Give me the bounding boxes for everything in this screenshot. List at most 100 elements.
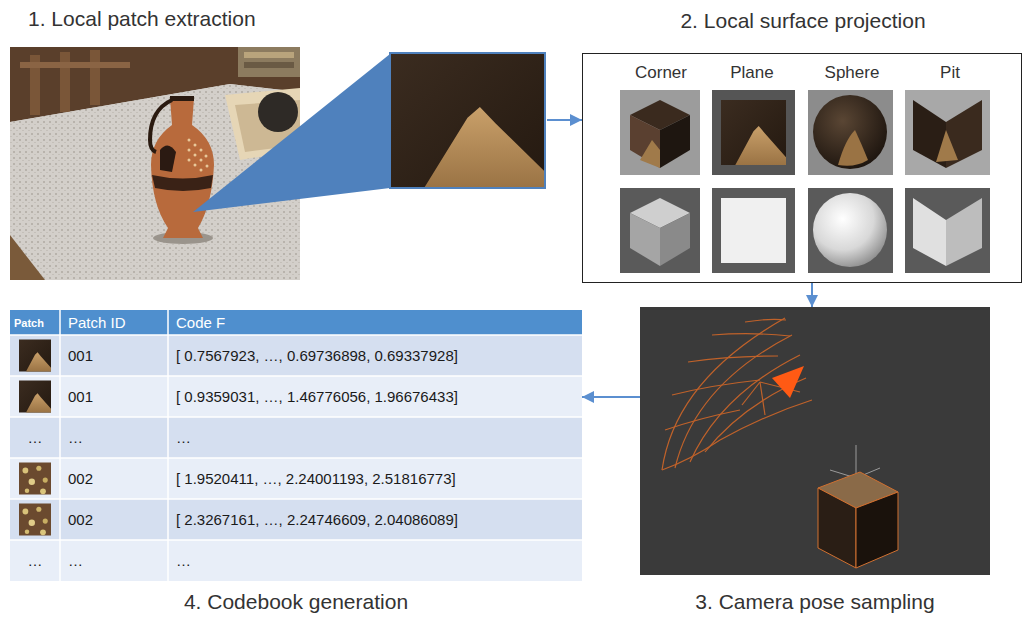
camera-render [662,440,720,470]
camera-render [662,318,785,470]
codebook-table [10,376,582,417]
scene-photo [188,139,209,172]
corner-thumbnails [620,90,700,273]
camera-render [818,472,898,568]
scene-photo [188,149,191,152]
scene-photo [200,169,203,172]
scene-photo [188,159,191,162]
camera-render [720,400,812,440]
surface-label: Corner [611,61,711,85]
plane-thumbnails [712,90,795,175]
table-cell: [ 0.7567923, …, 0.69736898, 0.69337928] [168,335,582,376]
camera-render [742,382,760,405]
camera-render [640,307,990,575]
table-cell: … [10,540,60,581]
camera-render [662,318,812,470]
sphere-thumbnails [808,90,893,175]
codebook-table [10,334,582,336]
flow-arrow [547,119,582,121]
table-cell: [ 2.3267161, …, 2.24746609, 2.04086089] [168,499,582,540]
codebook-table [10,499,582,540]
plane-thumbnails [712,188,795,273]
corner-thumbnails [630,115,660,168]
scene-photo [60,52,70,112]
camera-render [640,307,990,575]
scene-photo [188,139,191,142]
surface-label: Plane [702,61,802,85]
corner-thumbnails [660,115,690,168]
camera-pose-panel: 3. Camera pose sampling [640,307,990,575]
codebook-table [19,504,51,536]
codebook-table [10,310,582,581]
camera-render [772,366,804,398]
sphere-thumbnails [838,130,868,166]
table-cell: … [60,540,168,581]
table-cell: 002 [60,458,168,499]
plane-thumbnails [712,90,795,273]
table-header-cell: Patch ID [60,310,168,335]
codebook-table [10,458,582,499]
table-header-cell: Patch [10,310,60,335]
scene-photo [170,96,194,101]
corner-thumbnails [620,90,700,175]
table-cell: … [168,540,582,581]
table-cell: 002 [60,499,168,540]
camera-render [856,492,898,568]
scene-photo [206,165,209,168]
codebook-table [10,540,582,581]
sphere-thumbnails [813,95,887,169]
codebook-table [10,310,582,335]
codebook-table [10,416,582,418]
codebook-table [19,463,51,495]
camera-render [690,355,800,462]
scene-photo [152,175,213,191]
codebook-table [10,457,582,459]
pit-thumbnails [905,90,990,175]
codebook-table [10,335,582,376]
scene-photo [194,154,197,157]
table-cell: … [10,417,60,458]
corner-thumbnails [620,188,700,273]
codebook-table [10,498,582,500]
callout-wedge [193,54,390,212]
camera-render [672,380,760,395]
patch-extraction-panel: 1. Local patch extraction [10,47,547,280]
scene-photo [194,164,197,167]
pit-thumbnails [936,130,958,162]
pit-thumbnails [905,188,990,273]
codebook-table [19,381,51,413]
table-header-cell: Code F [168,310,582,335]
scene-photo [205,155,208,158]
scene-photo [244,52,294,58]
camera-render [760,382,765,415]
corner-thumbnails [630,213,660,266]
table-cell: [ 0.9359031, …, 1.46776056, 1.96676433] [168,376,582,417]
camera-render [745,319,786,322]
table-cell: … [60,417,168,458]
codebook-panel: 4. Codebook generationPatchPatch IDCode … [10,310,582,581]
flow-arrow [811,283,813,307]
pit-thumbnails [913,198,946,266]
step-heading: 3. Camera pose sampling [640,590,990,614]
codebook-table [19,340,51,372]
scene-photo [200,159,203,162]
scene-photo [151,98,214,238]
sphere-thumbnails [808,90,893,273]
camera-render [665,410,740,430]
plane-thumbnails [721,198,786,263]
scene-photo [244,62,294,68]
sphere-thumbnails [813,193,887,267]
table-cell: 001 [60,335,168,376]
scene-photo [90,50,100,105]
plane-thumbnails [721,100,786,165]
codebook-table [10,375,582,377]
camera-render [688,356,778,362]
scene-photo [258,92,298,132]
zoomed-patch [390,53,545,188]
scene-photo [200,149,203,152]
table-cell: [ 1.9520411, …, 2.24001193, 2.51816773] [168,458,582,499]
flow-arrow [582,396,640,398]
scene-photo [10,235,45,280]
